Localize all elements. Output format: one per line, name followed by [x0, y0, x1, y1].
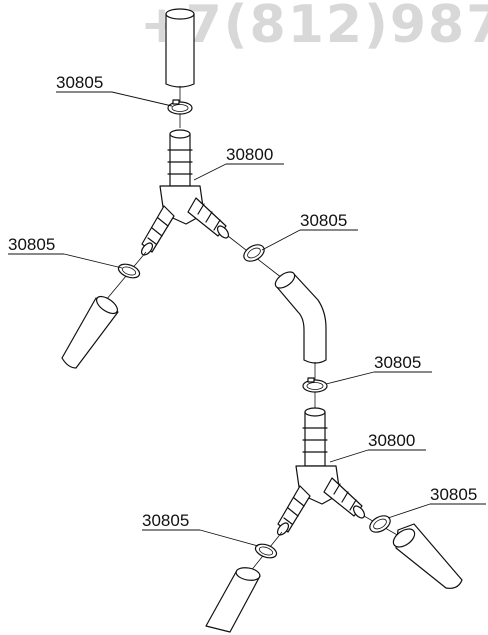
phone-watermark: +7(812)987 [140, 0, 488, 55]
callout-clamp-right-lower: 30805 [387, 485, 486, 519]
callout-clamp-mid: 30805 [325, 353, 432, 385]
part-number-label: 30805 [142, 511, 189, 530]
hose-clamp-top [167, 99, 193, 115]
callout-tee-upper: 30800 [193, 145, 284, 181]
tee-fitting-upper [140, 129, 230, 256]
hose-clamp-right-upper [243, 244, 265, 262]
hose-top [165, 8, 195, 88]
hose-clamp-mid [302, 377, 328, 393]
part-number-label: 30805 [374, 353, 421, 372]
elbow-hose [274, 271, 327, 364]
part-number-label: 30805 [56, 73, 103, 92]
callout-clamp-left-lower: 30805 [142, 511, 259, 547]
callout-clamp-top: 30805 [56, 73, 173, 107]
callout-clamp-right-upper: 30805 [261, 211, 358, 251]
callout-tee-lower: 30800 [329, 431, 426, 463]
part-number-label: 30800 [368, 431, 415, 450]
part-number-label: 30805 [430, 485, 477, 504]
tee-fitting-lower [276, 407, 366, 536]
part-number-label: 30800 [226, 145, 273, 164]
hose-left-upper [61, 295, 119, 369]
hose-clamp-left-upper [117, 263, 141, 279]
hose-left-lower [205, 567, 261, 633]
part-number-label: 30805 [300, 211, 347, 230]
callout-clamp-left-upper: 30805 [8, 235, 123, 269]
hose-clamp-left-lower [254, 543, 278, 559]
part-number-label: 30805 [8, 235, 55, 254]
hose-right-lower [392, 523, 463, 589]
hose-clamp-right-lower [369, 515, 391, 533]
